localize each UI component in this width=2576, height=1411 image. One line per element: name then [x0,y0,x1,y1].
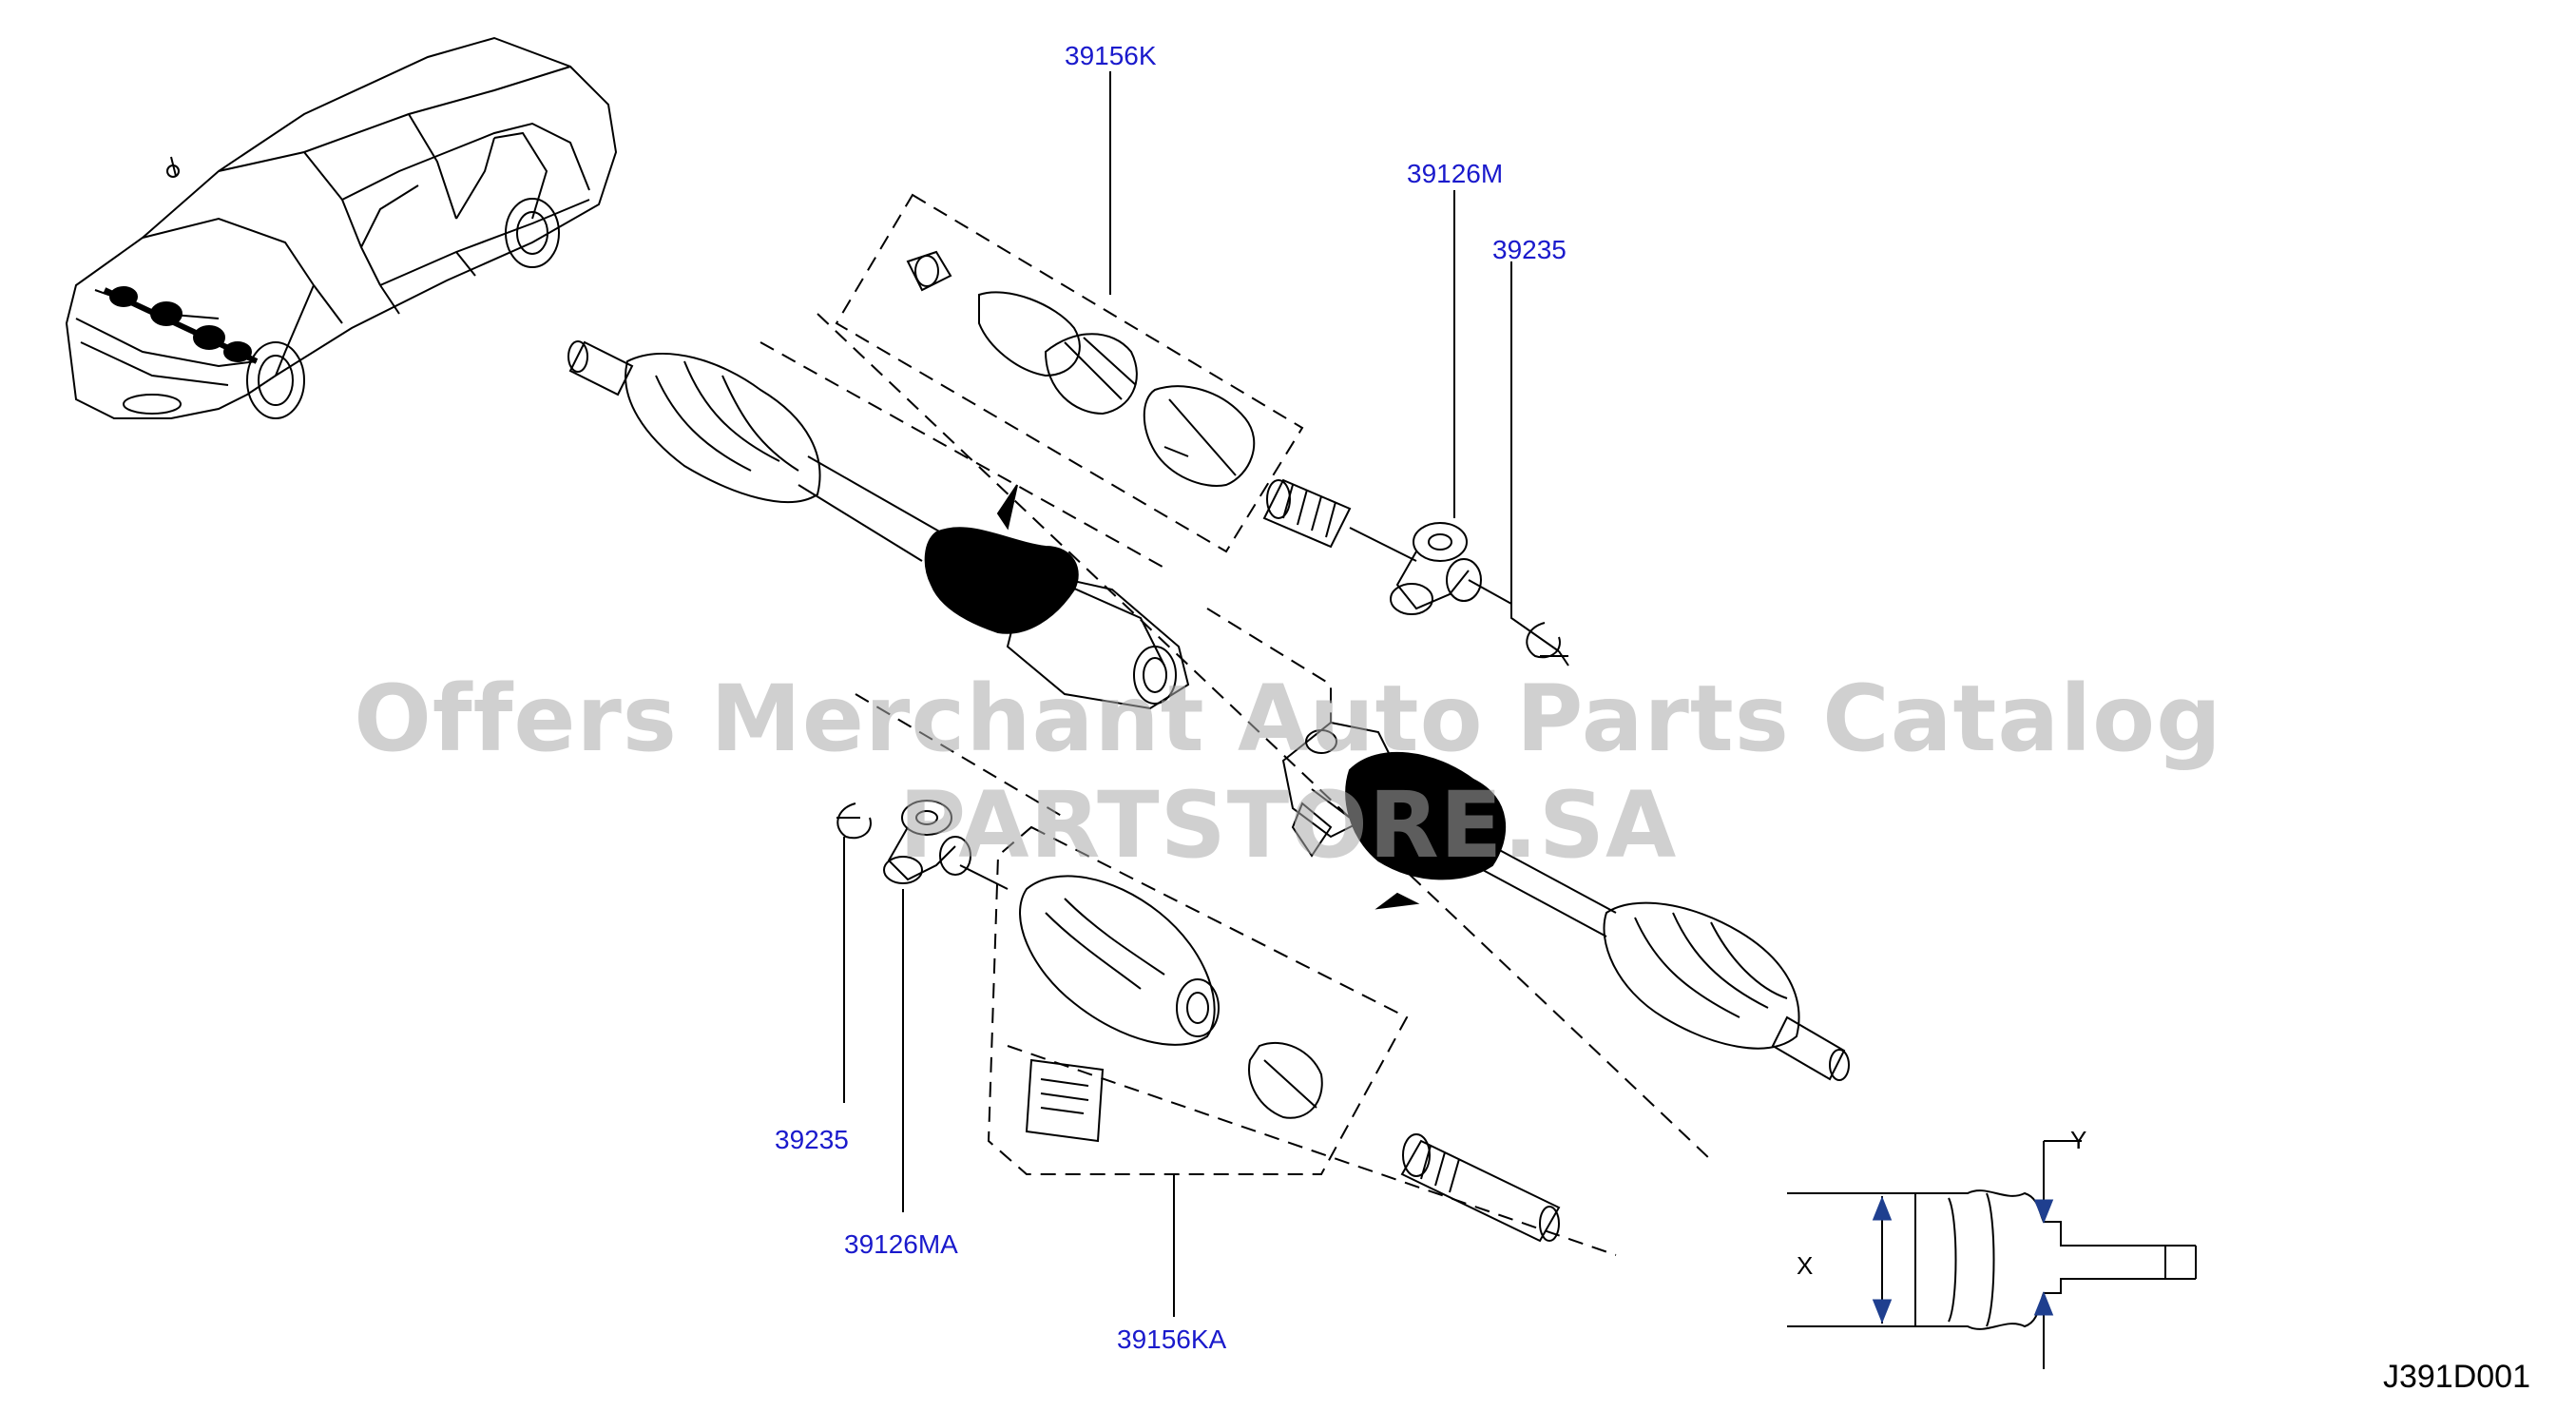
callout-39156KA[interactable]: 39156KA [1117,1324,1227,1354]
dimension-label-x: X [1797,1251,1813,1280]
group-boxes [759,193,1712,1256]
callout-39126M[interactable]: 39126M [1407,159,1503,188]
diagram-code: J391D001 [2382,1359,2530,1395]
callout-39126MA[interactable]: 39126MA [844,1229,958,1259]
lower-kit-parts [1019,875,1323,1143]
callout-39235-upper[interactable]: 39235 [1492,235,1567,264]
dimension-label-y: Y [2070,1126,2086,1154]
spline-shaft-lower [1400,1133,1561,1243]
leader-lines [843,71,1560,1317]
upper-kit-parts [906,250,1256,487]
car-illustration [65,36,618,419]
dimension-detail [1787,1140,2197,1369]
right-drive-shaft [1281,721,1850,1081]
tripod-joint-lower [883,800,1009,890]
callout-39235-lower[interactable]: 39235 [775,1125,849,1154]
snap-ring-lower [836,802,872,840]
tripod-joint-upper [1390,522,1512,615]
snap-ring-upper [1526,622,1569,667]
spline-shaft-upper [1262,478,1417,562]
dimension-arrows [1872,1195,2054,1324]
left-drive-shaft [567,340,1190,710]
callout-39156K[interactable]: 39156K [1065,41,1157,70]
